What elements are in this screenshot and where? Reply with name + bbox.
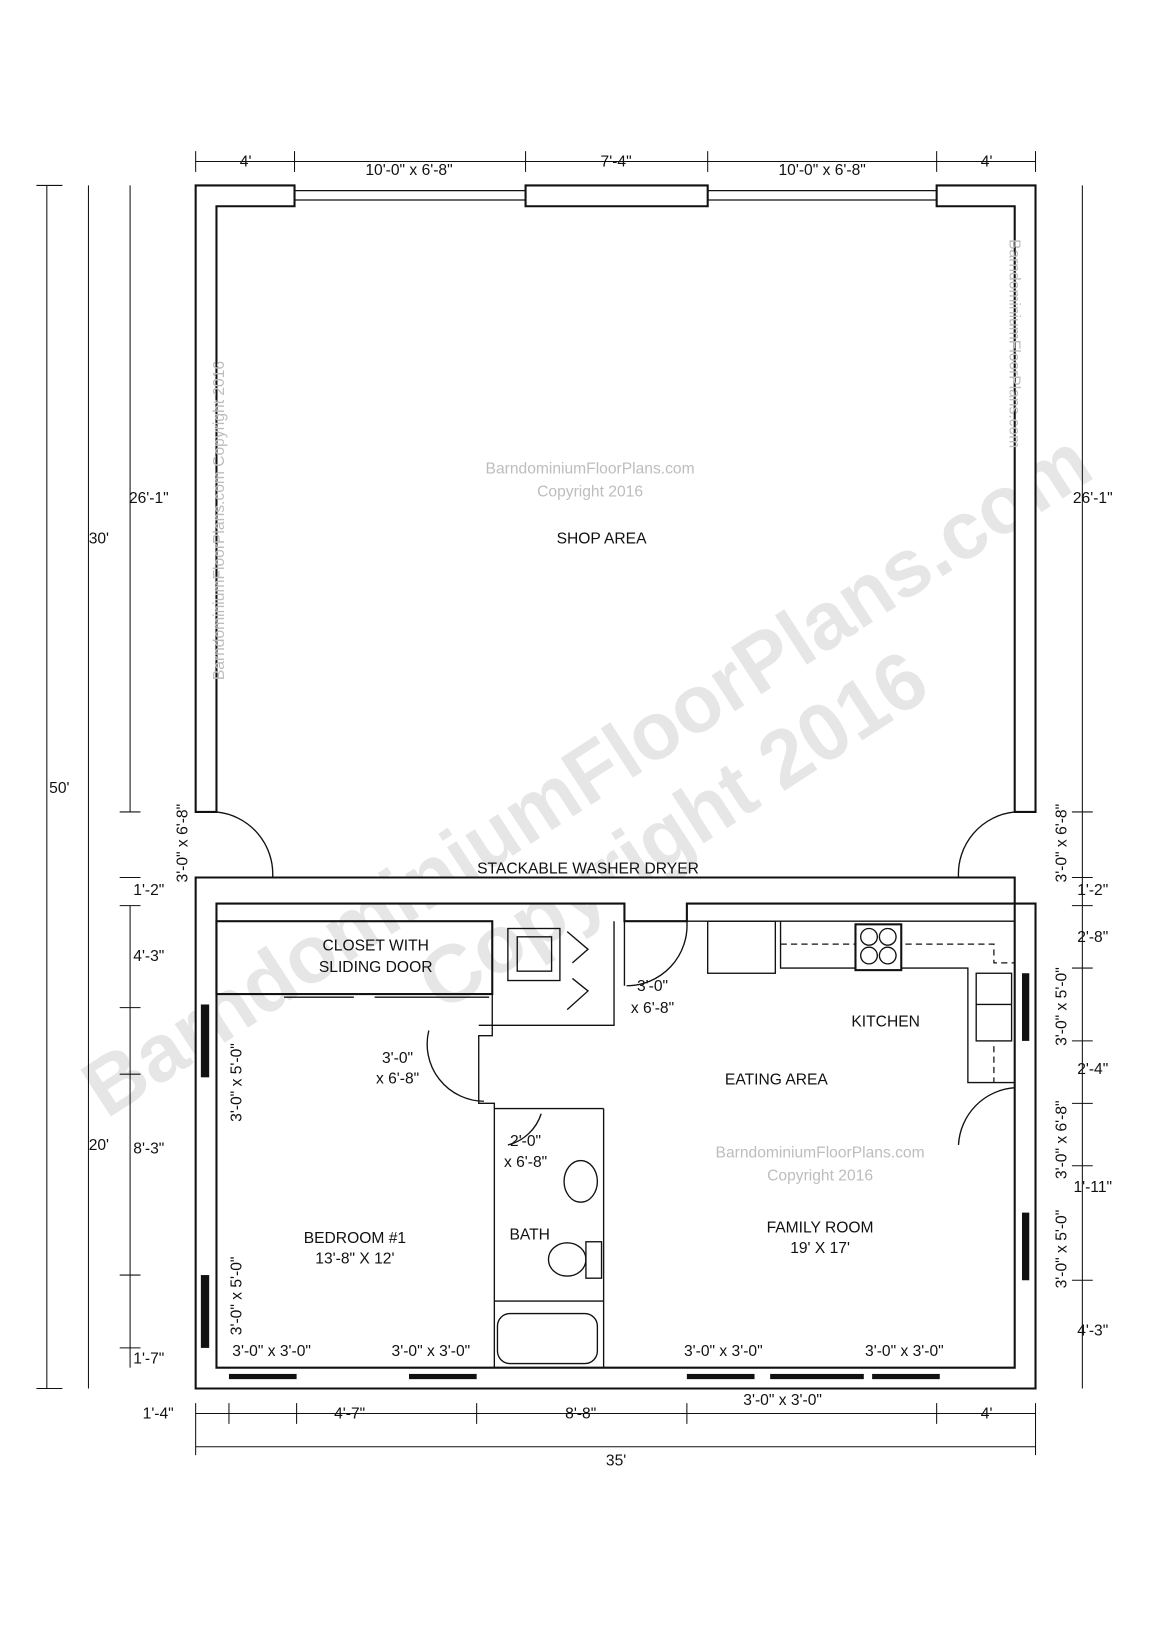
dim-label: 50' bbox=[49, 780, 69, 797]
stove-icon bbox=[854, 923, 903, 972]
dim-label: 4'-3" bbox=[133, 948, 164, 965]
door-label: 3'-0" bbox=[637, 978, 668, 995]
bath-fixtures-icon bbox=[496, 1159, 603, 1365]
room-bedroom: BEDROOM #1 bbox=[304, 1230, 406, 1247]
room-shop: SHOP AREA bbox=[557, 530, 648, 547]
dim-label: 8'-3" bbox=[133, 1140, 164, 1157]
room-family: FAMILY ROOM bbox=[767, 1219, 874, 1236]
window-label: 3'-0" x 3'-0" bbox=[684, 1343, 763, 1360]
room-closet: CLOSET WITH bbox=[323, 937, 429, 954]
window-label: 3'-0" x 3'-0" bbox=[232, 1343, 311, 1360]
watermark-site: BarndominiumFloorPlans.com bbox=[486, 461, 695, 478]
watermark-site-2: BarndominiumFloorPlans.com bbox=[716, 1144, 925, 1161]
dim-label: 1'-11" bbox=[1073, 1179, 1112, 1196]
window-label: 3'-0" x 5'-0" bbox=[228, 1257, 245, 1336]
door-label: x 6'-8" bbox=[376, 1071, 419, 1088]
dim-label: 4' bbox=[981, 154, 993, 171]
dim-label: 8'-8" bbox=[565, 1406, 596, 1423]
dim-label: 1'-2" bbox=[1077, 882, 1108, 899]
dim-label: 4'-7" bbox=[334, 1406, 365, 1423]
window-label: 3'-0" x 5'-0" bbox=[228, 1043, 245, 1122]
dim-label: 7'-4" bbox=[601, 154, 632, 171]
dim-label: 3'-0" x 3'-0" bbox=[743, 1392, 822, 1409]
dim-label: 4'-3" bbox=[1077, 1322, 1108, 1339]
watermark-vertical-left: BarndominiumFloorPlans.com Copyright 201… bbox=[211, 361, 228, 680]
dim-label: 1'-4" bbox=[143, 1406, 174, 1423]
label-washer-dryer: STACKABLE WASHER DRYER bbox=[477, 860, 699, 877]
dim-label: 35' bbox=[606, 1453, 626, 1470]
watermark-vertical-right: BarndominiumFloorPlans.com bbox=[1006, 239, 1023, 448]
door-label: 3'-0" x 6'-8" bbox=[1054, 804, 1071, 883]
door-label: 3'-0" bbox=[382, 1050, 413, 1067]
dim-label: 26'-1" bbox=[1073, 490, 1113, 507]
opening-labels: 3'-0" x 6'-8" 3'-0" x 6'-8" 2'-0" x 6'-8… bbox=[174, 804, 1070, 1360]
dim-label: 10'-0" x 6'-8" bbox=[365, 162, 452, 179]
door-label: 3'-0" x 6'-8" bbox=[174, 804, 191, 883]
window-label: 3'-0" x 3'-0" bbox=[865, 1343, 944, 1360]
dim-label: 4' bbox=[981, 1406, 993, 1423]
room-kitchen: KITCHEN bbox=[851, 1013, 920, 1030]
door-label: 2'-0" bbox=[510, 1133, 541, 1150]
dim-label: 10'-0" x 6'-8" bbox=[779, 162, 866, 179]
walls bbox=[194, 184, 1037, 1390]
window-label: 3'-0" x 5'-0" bbox=[1054, 1210, 1071, 1289]
dimension-labels: 4' 10'-0" x 6'-8" 7'-4" 10'-0" x 6'-8" 4… bbox=[49, 154, 1112, 1470]
window-label: 3'-0" x 3'-0" bbox=[392, 1343, 471, 1360]
room-bath: BATH bbox=[509, 1227, 549, 1244]
watermark-copyright: Copyright 2016 bbox=[537, 484, 643, 501]
dim-label: 2'-4" bbox=[1077, 1061, 1108, 1078]
dim-label: 20' bbox=[89, 1137, 109, 1154]
dim-label: 1'-7" bbox=[133, 1351, 164, 1368]
door-label: 3'-0" x 6'-8" bbox=[1054, 1100, 1071, 1179]
room-family-size: 19' X 17' bbox=[790, 1240, 850, 1257]
sink-icon bbox=[975, 972, 1013, 1042]
room-eating: EATING AREA bbox=[725, 1072, 829, 1089]
dim-label: 2'-8" bbox=[1077, 929, 1108, 946]
dim-label: 1'-2" bbox=[133, 882, 164, 899]
window-label: 3'-0" x 5'-0" bbox=[1054, 967, 1071, 1046]
dim-label: 30' bbox=[89, 530, 109, 547]
dim-label: 4' bbox=[240, 154, 252, 171]
door-label: x 6'-8" bbox=[504, 1154, 547, 1171]
windows bbox=[200, 973, 1030, 1380]
dim-label: 26'-1" bbox=[129, 490, 169, 507]
dimension-lines bbox=[36, 151, 1093, 1456]
door-label: x 6'-8" bbox=[631, 1000, 674, 1017]
room-closet-2: SLIDING DOOR bbox=[319, 959, 433, 976]
watermark-copyright-2: Copyright 2016 bbox=[767, 1167, 873, 1184]
room-bedroom-size: 13'-8" X 12' bbox=[315, 1251, 394, 1268]
room-labels: SHOP AREA STACKABLE WASHER DRYER CLOSET … bbox=[304, 530, 920, 1267]
